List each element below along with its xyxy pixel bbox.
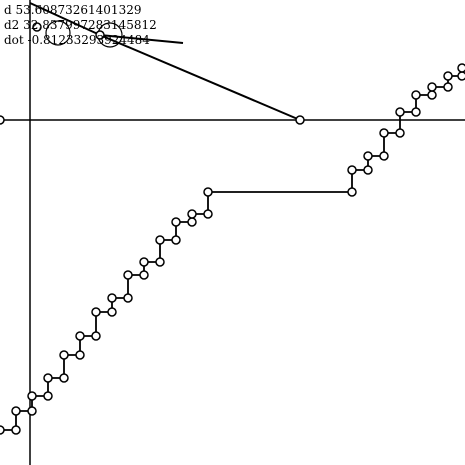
vector-line-short xyxy=(99,34,184,44)
vertex-handle[interactable] xyxy=(155,257,165,267)
vertex-handle[interactable] xyxy=(203,209,213,219)
vertex-handle[interactable] xyxy=(139,270,149,280)
vertex-handle[interactable] xyxy=(171,235,181,245)
vertex-handle[interactable] xyxy=(155,235,165,245)
vertex-handle[interactable] xyxy=(379,128,389,138)
vector-line-top xyxy=(29,2,101,36)
vertex-handle[interactable] xyxy=(107,293,117,303)
vertex-handle[interactable] xyxy=(427,82,437,92)
axis-handle-left[interactable] xyxy=(0,115,5,125)
vertex-handle[interactable] xyxy=(0,425,5,435)
vector-line-long xyxy=(99,34,301,121)
vertex-handle[interactable] xyxy=(91,307,101,317)
large-circle-1 xyxy=(45,20,71,46)
vertex-handle[interactable] xyxy=(59,350,69,360)
control-handle[interactable] xyxy=(95,30,105,40)
vertex-handle[interactable] xyxy=(347,165,357,175)
vertex-handle[interactable] xyxy=(187,217,197,227)
vertex-handle[interactable] xyxy=(75,350,85,360)
vertex-handle[interactable] xyxy=(171,217,181,227)
origin-handle[interactable] xyxy=(32,22,42,32)
vertex-handle[interactable] xyxy=(123,270,133,280)
vertex-handle[interactable] xyxy=(379,151,389,161)
vertex-handle[interactable] xyxy=(11,406,21,416)
vertex-handle[interactable] xyxy=(411,90,421,100)
vertex-handle[interactable] xyxy=(27,406,37,416)
vertex-handle[interactable] xyxy=(427,90,437,100)
vertex-handle[interactable] xyxy=(123,293,133,303)
vertex-handle[interactable] xyxy=(395,107,405,117)
vertex-handle[interactable] xyxy=(11,425,21,435)
readout-d2: d2 32.837997283145812 xyxy=(4,18,157,32)
vertex-handles[interactable] xyxy=(0,63,465,435)
staircase-path xyxy=(0,68,463,431)
vertex-handle[interactable] xyxy=(443,82,453,92)
vertex-handle[interactable] xyxy=(411,107,421,117)
vertex-handle[interactable] xyxy=(203,187,213,197)
vertex-handle[interactable] xyxy=(363,165,373,175)
vertex-handle[interactable] xyxy=(187,209,197,219)
readout-dot: dot -0.81233293924484 xyxy=(4,33,150,47)
staircase-line xyxy=(0,68,463,431)
vertex-handle[interactable] xyxy=(75,331,85,341)
vertex-handle[interactable] xyxy=(457,63,465,73)
axis-handle-target[interactable] xyxy=(295,115,305,125)
vertex-handle[interactable] xyxy=(59,373,69,383)
vertex-handle[interactable] xyxy=(139,257,149,267)
vertex-handle[interactable] xyxy=(395,128,405,138)
vertex-handle[interactable] xyxy=(363,151,373,161)
vertex-handle[interactable] xyxy=(457,71,465,81)
vertex-handle[interactable] xyxy=(43,391,53,401)
vertex-handle[interactable] xyxy=(43,373,53,383)
readout-d: d 53.60873261401329 xyxy=(4,3,142,17)
vertex-handle[interactable] xyxy=(347,187,357,197)
vertex-handle[interactable] xyxy=(443,71,453,81)
vertex-handle[interactable] xyxy=(27,391,37,401)
vertex-handle[interactable] xyxy=(107,307,117,317)
vertex-handle[interactable] xyxy=(91,331,101,341)
